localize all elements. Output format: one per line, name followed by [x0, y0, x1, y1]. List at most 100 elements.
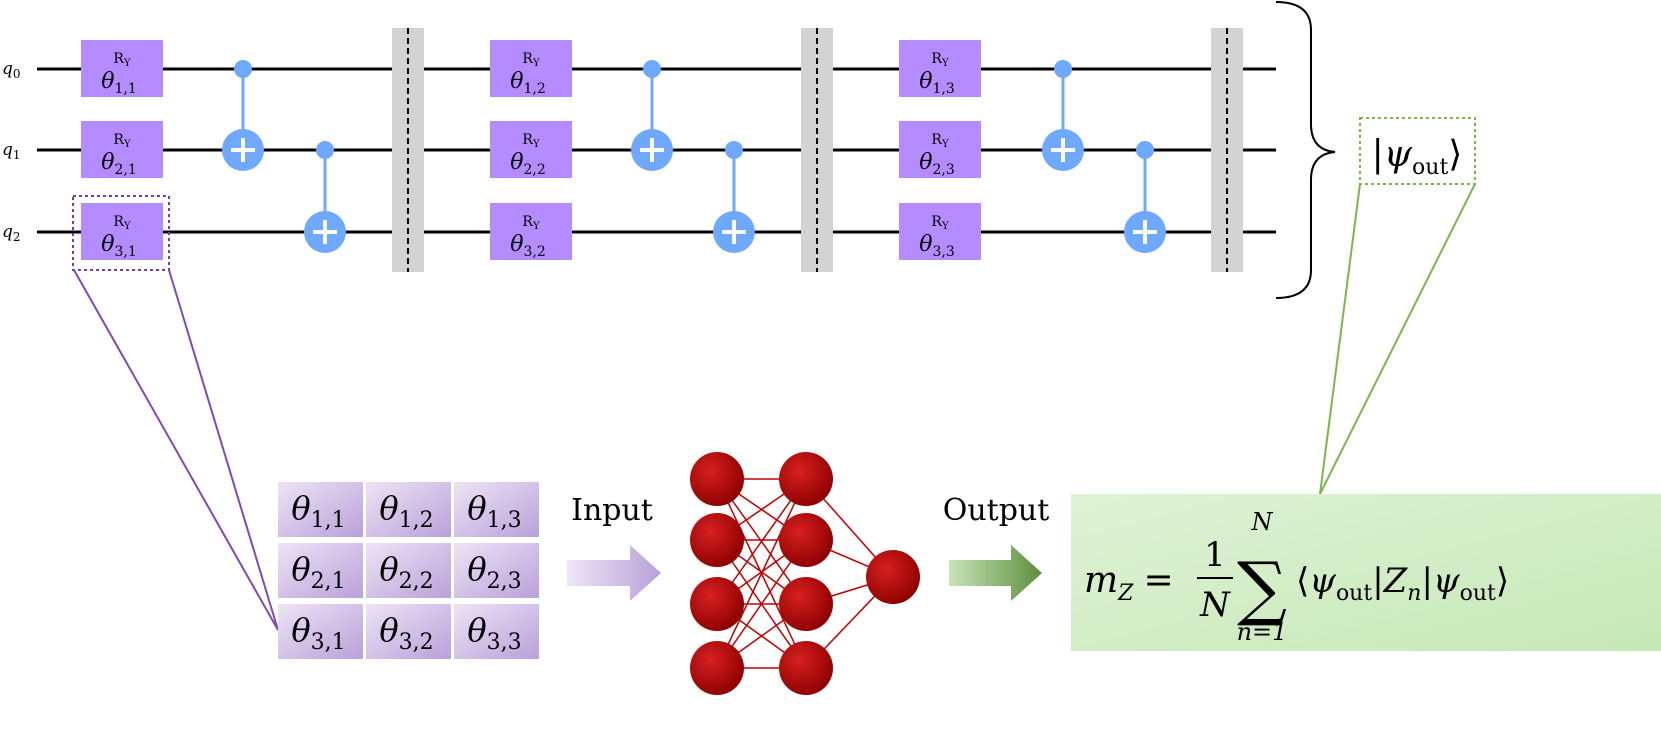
formula-box [1071, 494, 1661, 651]
neuron-l0-1 [690, 513, 744, 567]
param-cell-index: 2,2 [399, 569, 434, 594]
zoom-line-right [168, 269, 279, 631]
formula-eq: = [1143, 560, 1173, 601]
neuron-l1-1 [779, 513, 833, 567]
param-cell-label: θ2,1 [291, 550, 345, 594]
param-cell-theta: θ [467, 611, 486, 649]
param-cell-bg [366, 482, 451, 537]
output-state-label: |ψout⟩ [1372, 134, 1463, 180]
neuron-l1-3 [779, 641, 833, 695]
output-arrow [949, 545, 1042, 601]
ry-gate-name-r: R [931, 214, 942, 230]
ry-gate-name-r: R [113, 51, 124, 67]
ry-gate-param: θ1,3 [919, 69, 955, 97]
zoom-line-green-left [1319, 183, 1361, 495]
selected-gate-outline [72, 195, 170, 271]
param-cell-1-1: θ1,1 [278, 482, 363, 537]
ry-gate-theta: θ [510, 150, 523, 175]
ry-gate-box [899, 40, 981, 97]
formula-right-angle: ⟩ [1496, 561, 1509, 601]
ry-gate-name-r: R [113, 132, 124, 148]
ry-gate-name-r: R [522, 132, 533, 148]
zoom-lines-parameters [73, 269, 279, 631]
ry-gate-param: θ3,3 [919, 232, 955, 260]
ry-gate-box [490, 203, 572, 260]
ry-gate-theta: θ [101, 232, 114, 257]
param-cell-1-2: θ1,2 [366, 482, 451, 537]
ry-gate-name-r: R [113, 214, 124, 230]
neural-network [690, 452, 920, 695]
ry-gate-name-sub: Y [123, 139, 131, 150]
param-cell-index: 3,3 [487, 630, 522, 655]
ry-gate-name: RY [522, 132, 540, 150]
cnot-l3-b-control-dot [1136, 141, 1154, 159]
ry-gate-param: θ2,2 [510, 150, 546, 178]
ry-gate-name-r: R [522, 214, 533, 230]
param-cell-2-3: θ2,3 [454, 543, 539, 598]
qubit-label-q2: q2 [2, 222, 21, 244]
ry-gate-index: 1,2 [523, 81, 545, 97]
ry-gate-name: RY [931, 214, 949, 232]
param-cell-theta: θ [379, 489, 398, 527]
ry-gate-index: 3,3 [932, 244, 954, 260]
formula-expectation: ⟨ψout|Zn|ψout⟩ [1296, 561, 1509, 606]
ry-gate-index: 1,3 [932, 81, 954, 97]
ry-gate-param: θ2,1 [101, 150, 137, 178]
param-cell-bg [278, 543, 363, 598]
cnot-gates [222, 60, 1166, 253]
param-cell-bg [366, 604, 451, 659]
param-cell-bg [366, 543, 451, 598]
param-cell-index: 2,3 [487, 569, 522, 594]
param-cell-label: θ3,2 [379, 611, 433, 655]
ry-gate-name: RY [522, 51, 540, 69]
formula-left-angle: ⟨ [1296, 561, 1309, 601]
ry-gates: RYθ1,1RYθ2,1RYθ3,1RYθ1,2RYθ2,2RYθ3,2RYθ1… [81, 40, 981, 260]
formula-bar-a: | [1372, 561, 1383, 601]
ry-gate-param: θ1,1 [101, 69, 137, 97]
param-cell-bg [278, 482, 363, 537]
input-arrow [567, 545, 661, 601]
ry-gate-name-sub: Y [532, 221, 540, 232]
formula-z: Z [1383, 561, 1409, 601]
ry-gate-box [899, 203, 981, 260]
ry-gate-box [81, 203, 163, 260]
param-cell-theta: θ [467, 550, 486, 588]
param-cell-label: θ3,1 [291, 611, 345, 655]
param-cell-label: θ2,2 [379, 550, 433, 594]
param-cell-bg [454, 604, 539, 659]
ry-gate-theta: θ [919, 69, 932, 94]
param-cell-theta: θ [379, 611, 398, 649]
param-cell-label: θ1,2 [379, 489, 433, 533]
ry-gate-name: RY [931, 51, 949, 69]
ry-gate-theta: θ [101, 150, 114, 175]
neuron-l0-3 [690, 641, 744, 695]
output-state-box [1359, 117, 1476, 185]
qubit-label-sub: 2 [13, 230, 21, 244]
param-cell-index: 1,1 [311, 508, 346, 533]
ry-gate-box [81, 40, 163, 97]
ry-gate-name: RY [522, 214, 540, 232]
ry-gate-param: θ3,2 [510, 232, 546, 260]
param-cell-theta: θ [291, 550, 310, 588]
ry-gate-name-sub: Y [532, 139, 540, 150]
input-label: Input [571, 493, 653, 528]
formula-psi-sub-a: out [1336, 581, 1372, 606]
ket-angle: ⟩ [1448, 134, 1462, 175]
ry-gate-name-sub: Y [941, 139, 949, 150]
param-cell-bg [454, 543, 539, 598]
magnetization-formula: mZ= 1 N N ∑ n=1 ⟨ψout|Zn|ψout⟩ [1071, 494, 1661, 651]
ry-gate-theta: θ [919, 232, 932, 257]
formula-psi-b: ψ [1433, 561, 1460, 601]
ry-gate-name: RY [931, 132, 949, 150]
qubit-label-q0: q0 [2, 59, 21, 81]
ry-gate-box [490, 121, 572, 178]
ry-gate-index: 2,3 [932, 162, 954, 178]
zoom-lines-output [1319, 183, 1476, 495]
ry-gate-index: 2,2 [523, 162, 545, 178]
